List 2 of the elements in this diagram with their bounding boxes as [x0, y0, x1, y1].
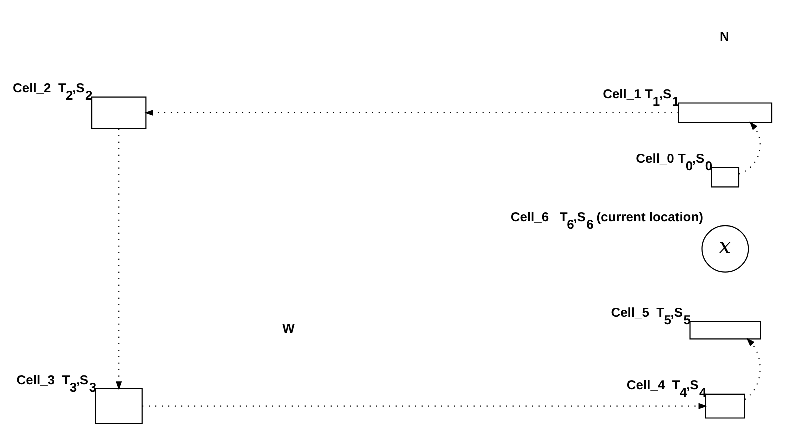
label: N [720, 28, 730, 44]
label: W [282, 320, 295, 336]
